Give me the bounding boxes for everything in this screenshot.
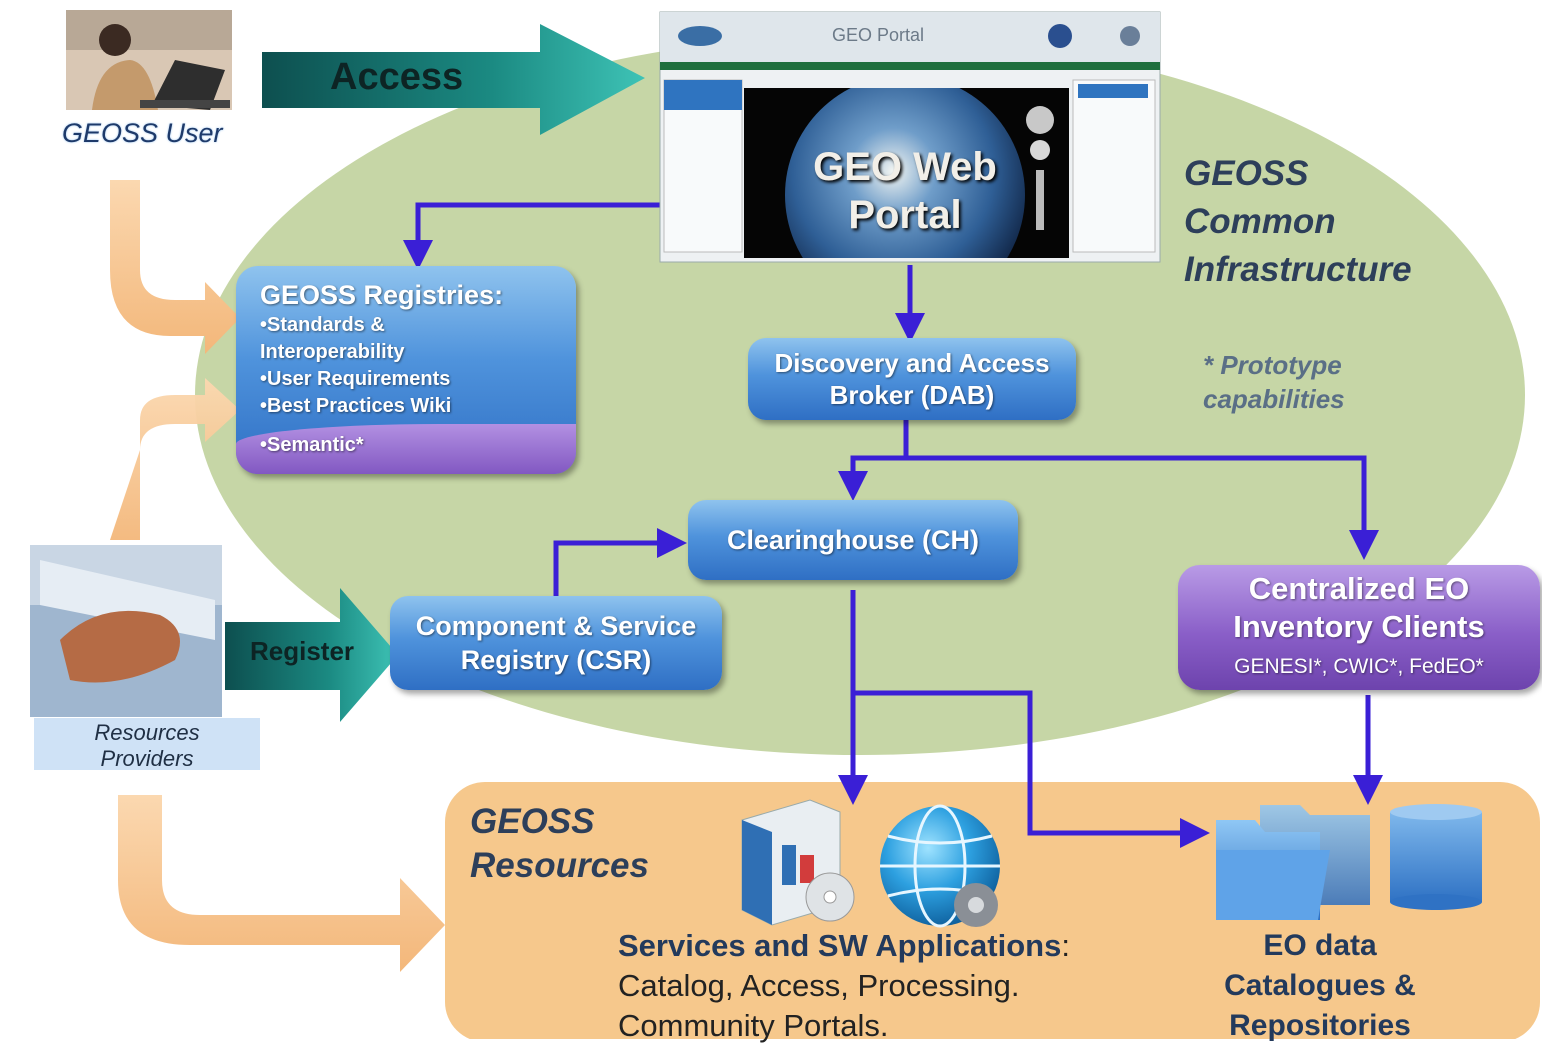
access-label: Access	[330, 56, 464, 98]
eo-line1: EO data	[1263, 929, 1377, 962]
clearinghouse-label: Clearinghouse (CH)	[726, 524, 980, 555]
registries-item: •User Requirements	[260, 368, 451, 390]
csr-box: Component & Service Registry (CSR)	[390, 596, 722, 690]
prototype-note-line1: * Prototype	[1203, 350, 1342, 380]
dab-to-inventory-flow	[906, 455, 1379, 560]
eo-data-text: EO data Catalogues & Repositories	[1180, 926, 1460, 1046]
inventory-line2: Inventory Clients	[1233, 609, 1485, 644]
portal-screenshot	[659, 11, 1161, 263]
services-colon: :	[1061, 928, 1070, 963]
user-to-registries-arrow	[110, 180, 240, 354]
providers-label: Resources Providers	[34, 720, 260, 772]
registries-semantic-band: •Semantic*	[236, 424, 576, 474]
services-title: Services and SW Applications	[618, 928, 1062, 963]
dab-to-ch-flow	[838, 420, 909, 501]
registries-item: •Best Practices Wiki	[260, 395, 452, 417]
portal-header-text: GEO Portal	[832, 25, 925, 45]
providers-to-resources-arrow	[118, 795, 445, 972]
register-label: Register	[250, 636, 355, 666]
folders-icon	[1216, 805, 1370, 920]
inventory-box: Centralized EO Inventory Clients GENESI*…	[1178, 565, 1540, 690]
providers-to-registries-arrow	[110, 378, 240, 540]
registries-items: •Standards & Interoperability •User Requ…	[260, 312, 451, 420]
resources-title: GEOSS Resources	[470, 800, 649, 888]
providers-label-line2: Providers	[100, 746, 194, 771]
register-arrow	[225, 588, 398, 722]
infrastructure-title: GEOSS Common Infrastructure	[1184, 150, 1412, 294]
access-arrow	[262, 24, 645, 135]
csr-line2: Registry (CSR)	[460, 645, 652, 675]
csr-line1: Component & Service	[415, 611, 697, 641]
eo-line2: Catalogues &	[1224, 969, 1416, 1002]
services-title-row: Services and SW Applications:	[618, 926, 1070, 966]
portal-title-line1: GEO Web	[813, 145, 997, 189]
csr-to-ch-flow	[553, 528, 687, 600]
providers-photo	[30, 545, 260, 770]
providers-label-line1: Resources	[94, 720, 200, 745]
portal-title: GEO Web Portal	[790, 143, 1020, 239]
portal-to-registries-flow	[403, 202, 660, 270]
registries-item: Interoperability	[260, 341, 405, 363]
eo-line3: Repositories	[1229, 1009, 1411, 1042]
infrastructure-title-line3: Infrastructure	[1184, 250, 1412, 289]
services-line2: Catalog, Access, Processing.	[618, 968, 1020, 1003]
registries-title: GEOSS Registries:	[260, 280, 504, 310]
dab-box: Discovery and Access Broker (DAB)	[748, 338, 1076, 420]
user-photo	[66, 10, 232, 110]
infrastructure-title-line2: Common	[1184, 202, 1336, 241]
services-line3: Community Portals.	[618, 1008, 889, 1043]
ch-to-eo-flow	[853, 690, 1210, 848]
portal-title-line2: Portal	[848, 193, 962, 237]
registries-box: GEOSS Registries: •Standards & Interoper…	[236, 266, 576, 474]
prototype-note-line2: capabilities	[1203, 384, 1345, 414]
infrastructure-title-line1: GEOSS	[1184, 154, 1309, 193]
inventory-clients: GENESI*, CWIC*, FedEO*	[1234, 655, 1484, 678]
geoss-user-label: GEOSS User	[62, 118, 223, 148]
web-globe-icon	[880, 804, 1000, 928]
dab-line2: Broker (DAB)	[829, 380, 995, 410]
services-text: Services and SW Applications: Catalog, A…	[618, 926, 1070, 1046]
registries-semantic: •Semantic*	[260, 434, 364, 456]
software-box-icon	[741, 799, 855, 926]
clearinghouse-box: Clearinghouse (CH)	[688, 500, 1018, 580]
prototype-note: * Prototype capabilities	[1203, 348, 1345, 416]
registries-item: •Standards &	[260, 314, 385, 336]
database-icon	[1390, 804, 1482, 910]
dab-line1: Discovery and Access	[774, 348, 1050, 378]
resources-title-line2: Resources	[470, 846, 649, 885]
inventory-line1: Centralized EO	[1248, 571, 1470, 606]
resources-title-line1: GEOSS	[470, 802, 595, 841]
